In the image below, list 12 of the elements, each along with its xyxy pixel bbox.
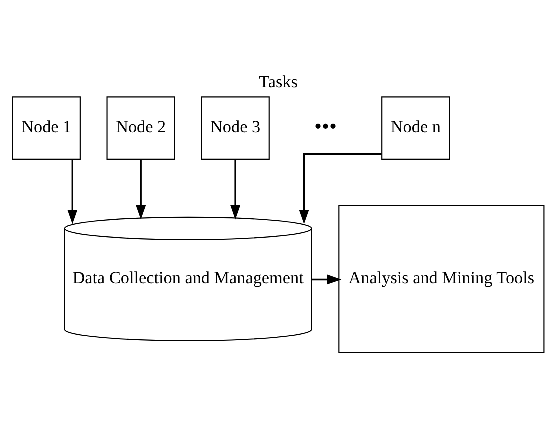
arrow (299, 152, 382, 224)
arrow (230, 159, 241, 220)
label: ••• (314, 114, 338, 138)
node-box: Node 2 (106, 96, 176, 160)
arrow (68, 159, 78, 224)
diagram-title: Tasks (259, 72, 298, 91)
node-box: Node 3 (201, 96, 270, 160)
node-box: Analysis and Mining Tools (338, 204, 545, 353)
node-box: Node n (382, 96, 450, 160)
arrow (312, 274, 342, 284)
arrow (136, 159, 146, 220)
node-box: Node 1 (12, 96, 81, 160)
